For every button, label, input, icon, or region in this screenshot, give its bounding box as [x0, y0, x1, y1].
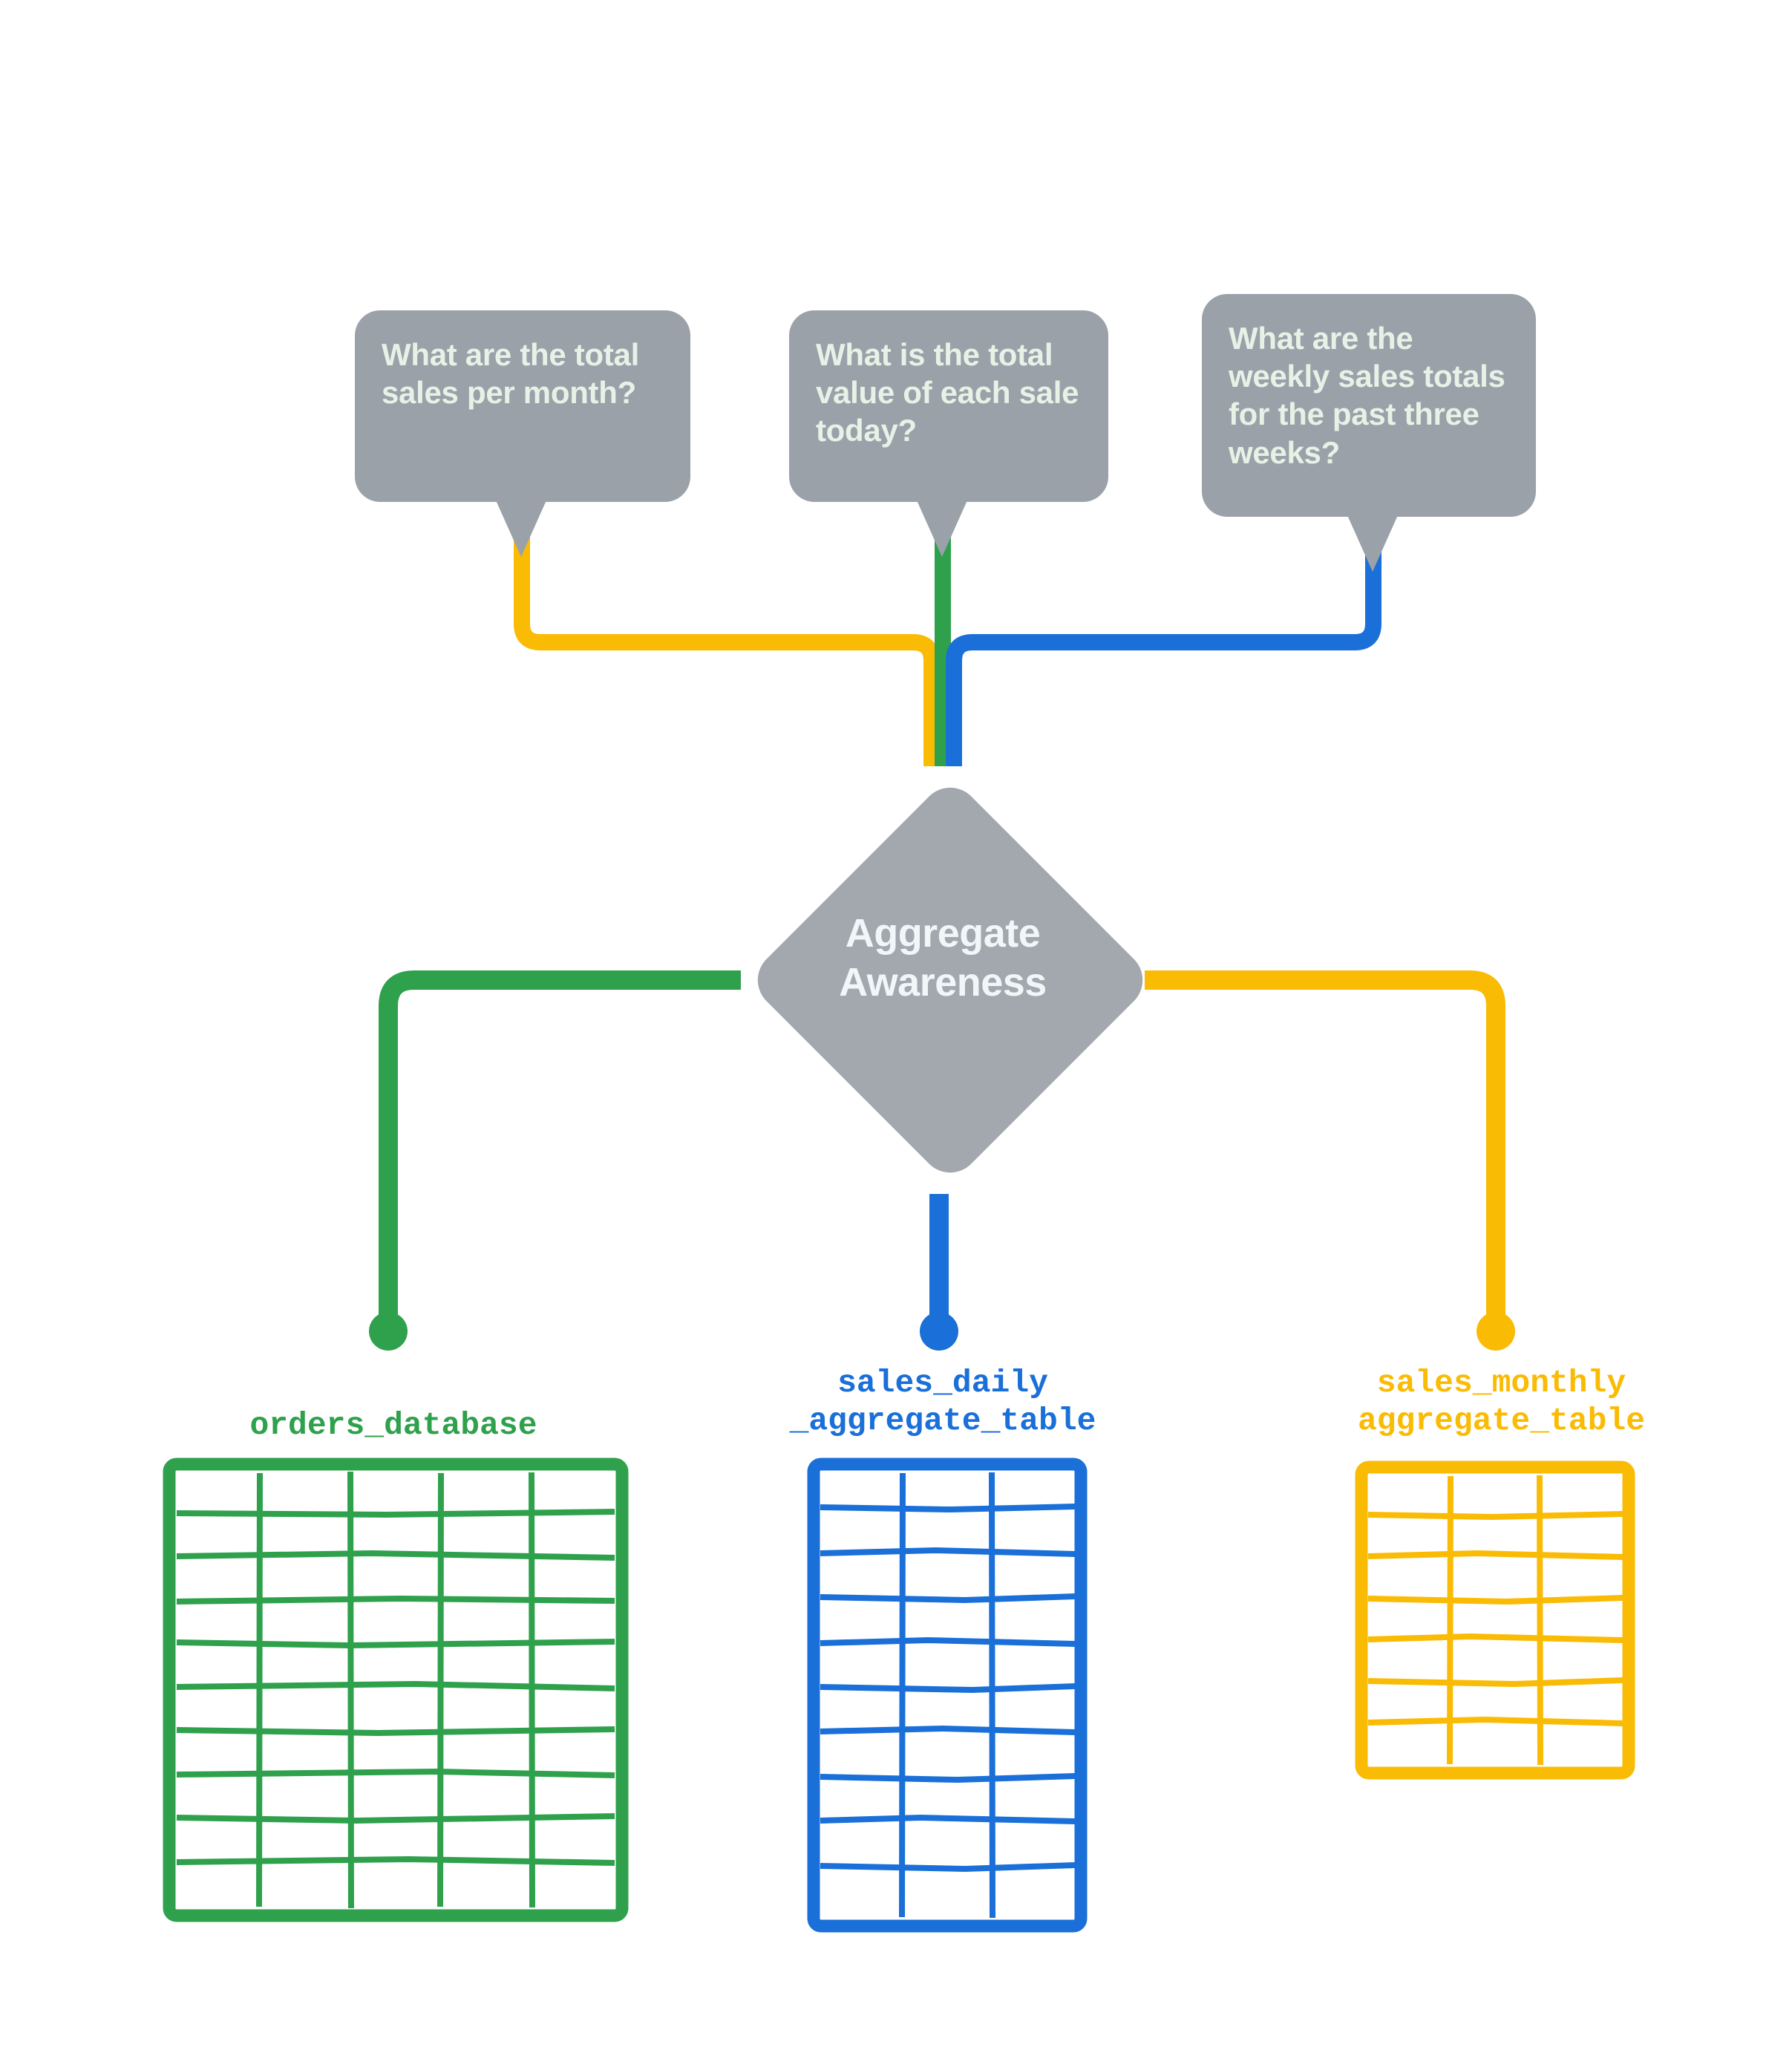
connector-sales-monthly — [1145, 970, 1505, 1318]
table-caption-orders-database: orders_database — [249, 1407, 537, 1443]
question-bubble-daily-text: What is the total value of each sale tod… — [816, 337, 1079, 448]
question-bubble-daily[interactable]: What is the total value of each sale tod… — [789, 310, 1108, 502]
endpoint-dot-sales-monthly — [1477, 1312, 1515, 1351]
question-bubble-daily-tail — [917, 500, 967, 557]
question-bubble-monthly-tail — [496, 500, 546, 557]
connector-orders-database — [379, 970, 741, 1318]
endpoint-dot-orders-database — [369, 1312, 408, 1351]
table-grid-sales-daily — [807, 1458, 1088, 1933]
endpoint-dot-sales-daily — [920, 1312, 958, 1351]
question-bubble-weekly-text: What are the weekly sales totals for the… — [1229, 321, 1505, 470]
question-bubble-weekly-tail — [1347, 515, 1398, 572]
table-grid-sales-monthly — [1355, 1460, 1635, 1780]
connector-monthly-question — [514, 533, 940, 766]
connector-weekly-question — [946, 533, 1381, 766]
question-bubble-monthly-text: What are the total sales per month? — [382, 337, 639, 411]
question-bubble-monthly[interactable]: What are the total sales per month? — [355, 310, 690, 502]
table-grid-orders-database — [163, 1458, 629, 1922]
question-bubble-weekly[interactable]: What are the weekly sales totals for the… — [1202, 294, 1536, 517]
table-caption-sales-monthly: sales_monthly aggregate_table — [1357, 1365, 1646, 1439]
table-caption-sales-daily: sales_daily _aggregate_table — [789, 1365, 1096, 1439]
